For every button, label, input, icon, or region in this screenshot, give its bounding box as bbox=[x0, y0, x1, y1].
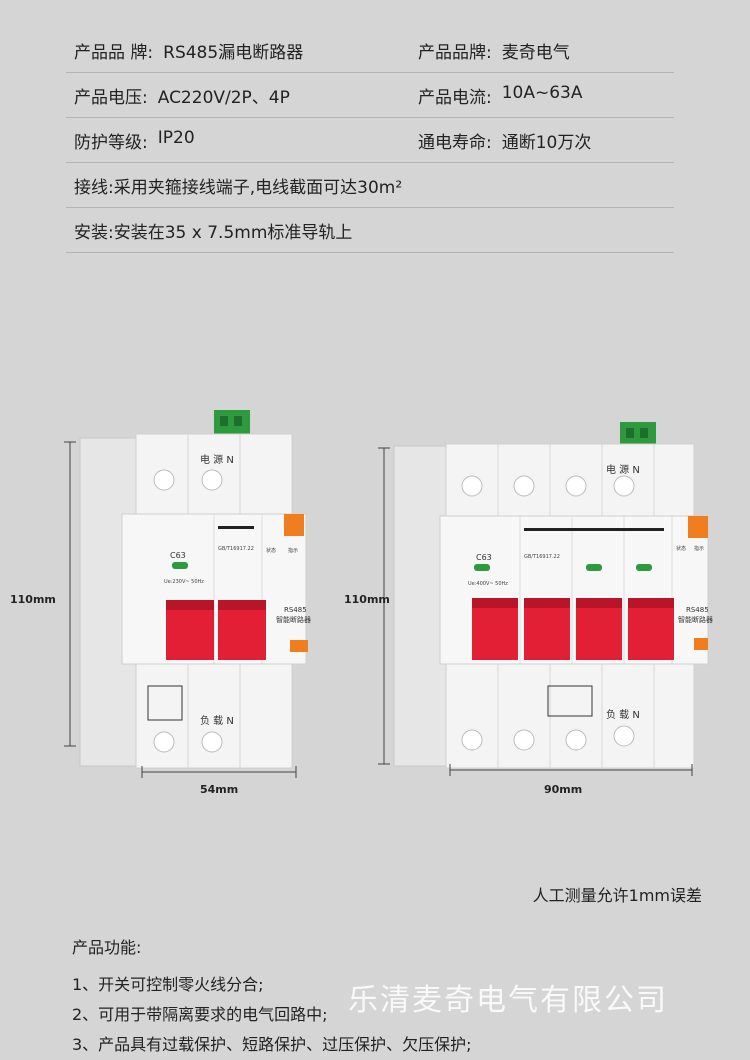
screw-icon bbox=[201, 731, 223, 753]
standard-label: GB/T16917.22 bbox=[524, 554, 560, 560]
screw-icon bbox=[461, 729, 483, 751]
status-text: 状态 bbox=[676, 545, 686, 552]
power-label: 电 源 N bbox=[606, 463, 640, 476]
screw-icon bbox=[153, 469, 175, 491]
screw-icon bbox=[613, 725, 635, 747]
screw-icon bbox=[565, 475, 587, 497]
load-label: 负 载 N bbox=[200, 714, 234, 727]
company-watermark: 乐清麦奇电气有限公司 bbox=[348, 983, 668, 1018]
spec-table: 产品品 牌: RS485漏电断路器 产品品牌: 麦奇电气 产品电压: AC220V/2… bbox=[66, 28, 674, 253]
device-illustration: 电 源 N C63 Ue:230V~ 50Hz GB/T16917.22 状态 … bbox=[10, 410, 713, 796]
breaker-4p: 电 源 N C63 Ue:400V~ 50Hz GB/T16917.22 状态 … bbox=[344, 422, 713, 796]
screw-icon bbox=[153, 731, 175, 753]
rs485-label: RS485 bbox=[686, 606, 709, 614]
smart-label: 智能断路器 bbox=[678, 615, 713, 624]
orange-label bbox=[688, 516, 708, 538]
screw-icon bbox=[513, 729, 535, 751]
model-label: C63 bbox=[476, 553, 492, 562]
orange-label bbox=[284, 514, 304, 536]
measure-note: 人工测量允许1mm误差 bbox=[532, 886, 702, 905]
wiring-text: 接线:采用夹箍接线端子,电线截面可达30m² bbox=[74, 177, 403, 198]
feature-item: 2、可用于带隔离要求的电气回路中; bbox=[72, 1005, 328, 1024]
spec-value: 通断10万次 bbox=[501, 132, 592, 153]
rating-label: Ue:230V~ 50Hz bbox=[164, 579, 204, 585]
red-handle[interactable] bbox=[524, 598, 570, 660]
screw-icon bbox=[461, 475, 483, 497]
features-title: 产品功能: bbox=[72, 938, 142, 957]
spec-row-wiring: 接线:采用夹箍接线端子,电线截面可达30m² bbox=[66, 163, 674, 208]
status-led bbox=[474, 564, 490, 571]
smart-label: 智能断路器 bbox=[276, 615, 311, 624]
spec-label: 通电寿命: bbox=[418, 132, 492, 153]
screw-icon bbox=[565, 729, 587, 751]
red-handle[interactable] bbox=[576, 598, 622, 660]
feature-item: 1、开关可控制零火线分合; bbox=[72, 975, 264, 994]
spec-label: 产品电压: bbox=[74, 87, 148, 108]
model-label: C63 bbox=[170, 551, 186, 560]
feature-item: 3、产品具有过载保护、短路保护、过压保护、欠压保护; bbox=[72, 1035, 472, 1054]
width-label: 90mm bbox=[544, 783, 582, 796]
green-terminal bbox=[214, 410, 250, 436]
rating-label: Ue:400V~ 50Hz bbox=[468, 581, 508, 587]
spec-row-install: 安装:安装在35 x 7.5mm标准导轨上 bbox=[66, 208, 674, 253]
spec-value: RS485漏电断路器 bbox=[163, 42, 304, 63]
spec-value: 10A~63A bbox=[501, 82, 583, 103]
status-led bbox=[636, 564, 652, 571]
switch-indicator bbox=[694, 638, 708, 650]
spec-label: 产品品 牌: bbox=[74, 42, 154, 63]
width-label: 54mm bbox=[200, 783, 238, 796]
spec-row: 产品品 牌: RS485漏电断路器 产品品牌: 麦奇电气 bbox=[66, 28, 674, 73]
breaker-2p: 电 源 N C63 Ue:230V~ 50Hz GB/T16917.22 状态 … bbox=[10, 410, 311, 796]
red-handle[interactable] bbox=[628, 598, 674, 660]
screw-icon bbox=[201, 469, 223, 491]
status-led bbox=[172, 562, 188, 569]
rs485-label: RS485 bbox=[284, 606, 307, 614]
circuit-diagram-icon bbox=[147, 685, 183, 721]
spec-label: 产品电流: bbox=[418, 87, 492, 108]
load-label: 负 载 N bbox=[606, 708, 640, 721]
spec-row: 防护等级: IP20 通电寿命: 通断10万次 bbox=[66, 118, 674, 163]
install-text: 安装:安装在35 x 7.5mm标准导轨上 bbox=[74, 222, 353, 243]
spec-label: 产品品牌: bbox=[418, 42, 492, 63]
screw-icon bbox=[613, 475, 635, 497]
power-label: 电 源 N bbox=[200, 453, 234, 466]
status-led bbox=[586, 564, 602, 571]
status-text: 状态 bbox=[266, 547, 276, 554]
spec-value: 麦奇电气 bbox=[501, 42, 570, 63]
height-label: 110mm bbox=[10, 593, 56, 606]
red-handle[interactable] bbox=[472, 598, 518, 660]
indicator-text: 指示 bbox=[288, 547, 298, 554]
spec-label: 防护等级: bbox=[74, 132, 148, 153]
switch-indicator bbox=[290, 640, 308, 652]
spec-value: AC220V/2P、4P bbox=[157, 87, 290, 108]
indicator-text: 指示 bbox=[694, 545, 704, 552]
standard-label: GB/T16917.22 bbox=[218, 546, 254, 552]
spec-row: 产品电压: AC220V/2P、4P 产品电流: 10A~63A bbox=[66, 73, 674, 118]
height-label: 110mm bbox=[344, 593, 390, 606]
screw-icon bbox=[513, 475, 535, 497]
spec-value: IP20 bbox=[157, 127, 195, 148]
circuit-diagram-icon bbox=[547, 685, 593, 717]
